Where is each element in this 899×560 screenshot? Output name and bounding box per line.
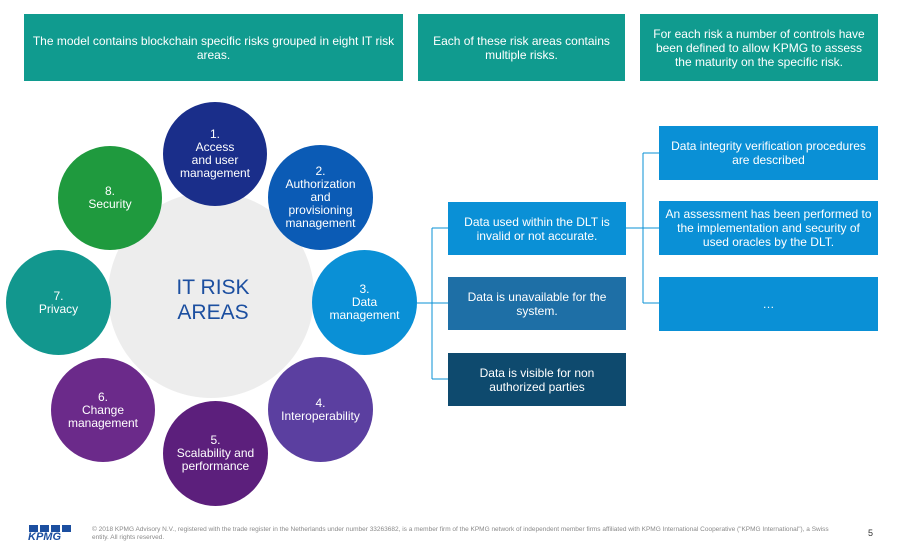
risk-area-number: 2. [315,164,326,178]
risk-area-label: Access and user management [179,140,251,180]
risk-area-6: 6. Change management [51,358,155,462]
header-box-controls-text: For each risk a number of controls have … [653,26,865,69]
header-box-grouping: The model contains blockchain specific r… [24,14,403,81]
control-box-more: … [659,277,878,331]
risk-text: Data is visible for non authorized parti… [479,365,595,394]
control-text: An assessment has been performed to the … [665,207,872,249]
risk-area-label: Data management [329,295,400,322]
risk-area-label: Interoperability [281,408,360,423]
center-label: IT RISK AREAS [176,276,250,324]
risk-area-3: 3. Data management [312,250,417,355]
kpmg-logo-text: KPMG [28,531,61,543]
risk-box-visible-data: Data is visible for non authorized parti… [448,353,626,406]
kpmg-logo [29,525,71,532]
risk-area-label: Security [88,197,132,211]
risk-text: Data is unavailable for the system. [467,289,607,318]
risk-box-invalid-data: Data used within the DLT is invalid or n… [448,202,626,255]
control-text: Data integrity verification procedures a… [671,139,866,167]
risk-area-number: 4. [315,395,326,410]
risk-area-number: 6. [97,389,108,404]
risk-area-5: 5. Scalability and performance [163,401,268,506]
risk-area-number: 3. [359,282,370,296]
risk-area-number: 8. [104,184,115,198]
header-box-controls: For each risk a number of controls have … [640,14,878,81]
control-box-oracles: An assessment has been performed to the … [659,201,878,255]
risk-area-label: Authorization and provisioning managemen… [285,177,356,230]
risk-area-label: Change management [67,402,139,430]
header-box-risks: Each of these risk areas contains multip… [418,14,625,81]
risk-box-unavailable-data: Data is unavailable for the system. [448,277,626,330]
risk-area-1: 1. Access and user management [163,102,267,206]
risk-area-2: 2. Authorization and provisioning manage… [268,145,373,250]
control-box-integrity: Data integrity verification procedures a… [659,126,878,180]
header-box-grouping-text: The model contains blockchain specific r… [32,33,395,62]
footer-copyright: © 2018 KPMG Advisory N.V., registered wi… [92,526,829,541]
risk-area-number: 1. [209,127,220,141]
risk-area-8: 8. Security [58,146,162,250]
risk-text: Data used within the DLT is invalid or n… [464,214,610,243]
risk-area-7: 7. Privacy [6,250,111,355]
risk-area-label: Scalability and performance [176,446,255,473]
risk-area-label: Privacy [38,301,79,316]
risk-area-number: 5. [210,433,221,447]
risk-area-number: 7. [53,288,64,303]
header-box-risks-text: Each of these risk areas contains multip… [433,33,610,62]
control-text: … [762,297,775,311]
page-number: 5 [868,528,874,538]
risk-area-4: 4. Interoperability [268,357,373,462]
